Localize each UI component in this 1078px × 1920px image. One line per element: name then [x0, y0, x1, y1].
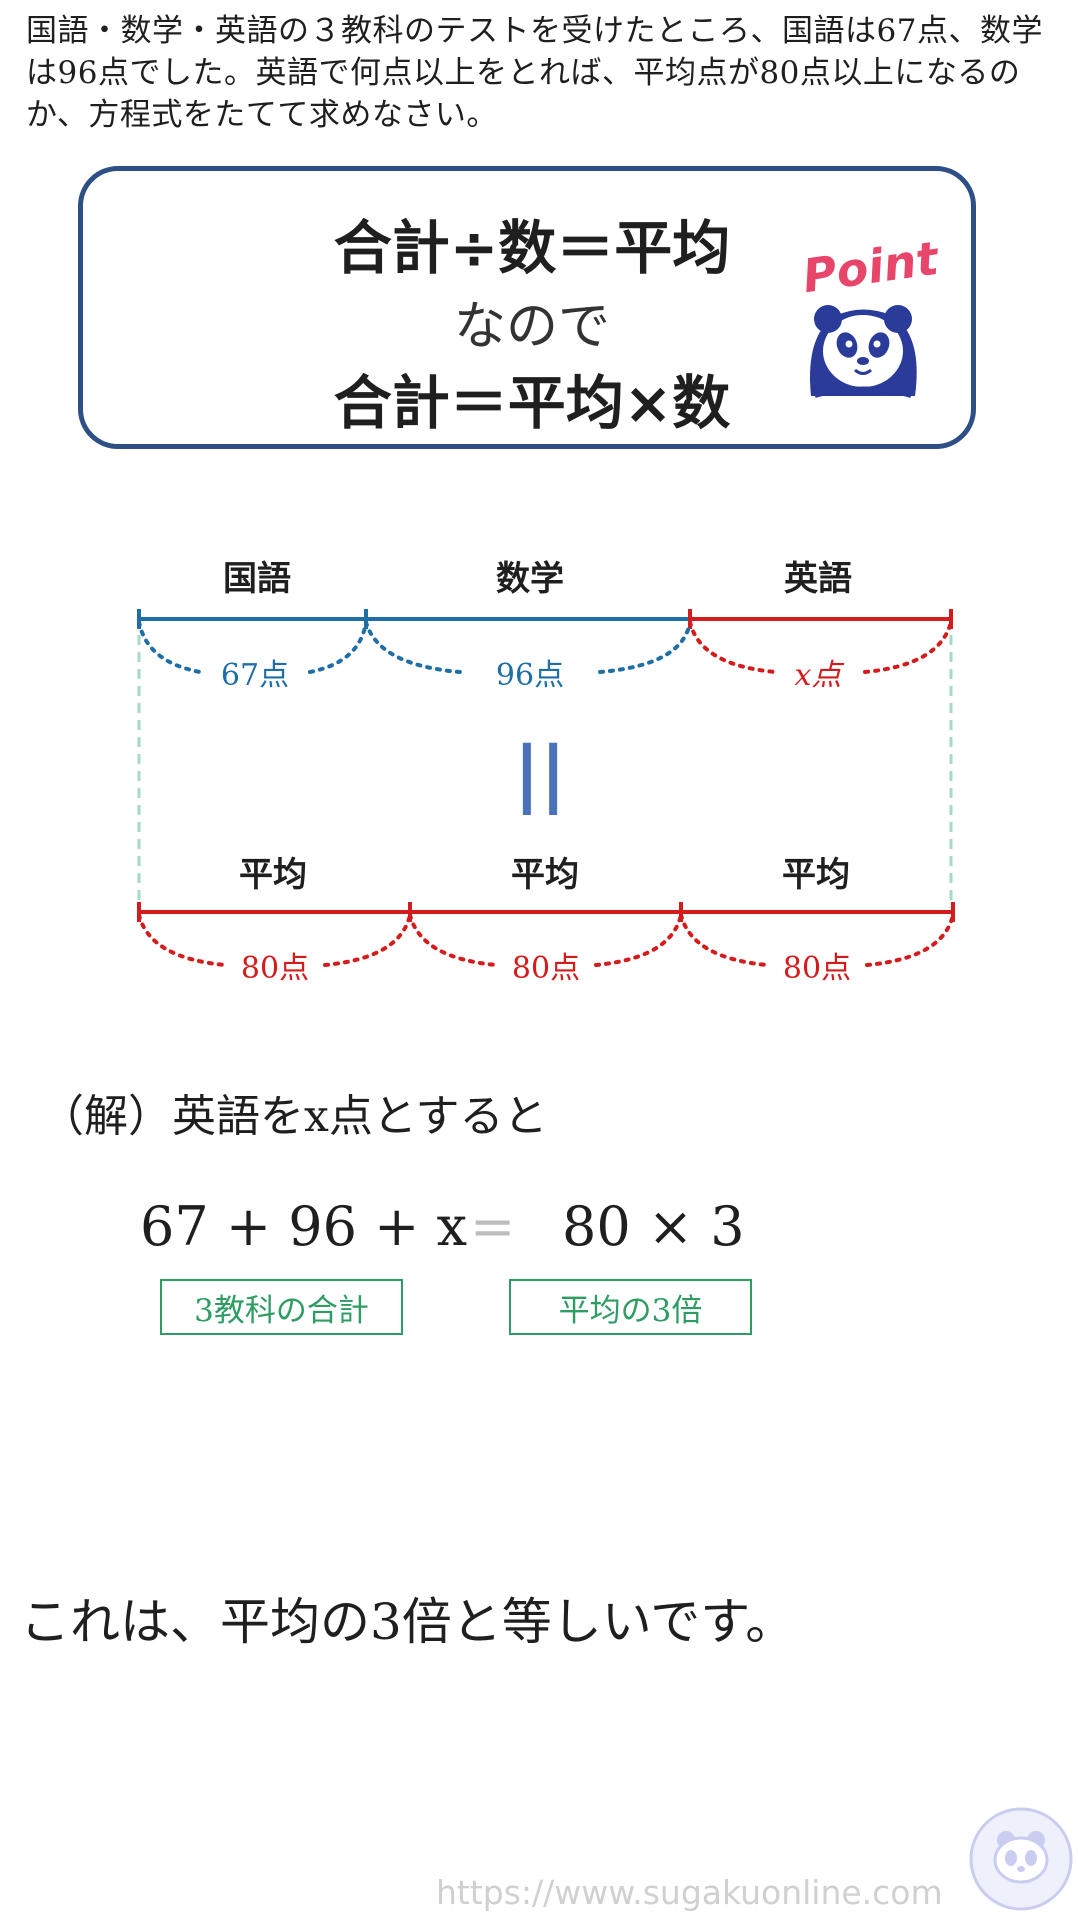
equality-mark: || [514, 731, 567, 816]
brace-average-3 [679, 913, 955, 967]
score-math: 96点 [496, 658, 564, 693]
tag-total-of-subjects: 3教科の合計 [160, 1279, 403, 1335]
equation-right-side: 80 × 3 [562, 1195, 745, 1258]
formula-connector: なので [453, 297, 610, 357]
average-score-2: 80点 [512, 951, 580, 986]
score-diagram: 国語 数学 英語 67点 96点 x点 || 平均 平均 平均 80点 80点 … [137, 559, 955, 986]
equation-left-side: 67 + 96 + x [140, 1195, 468, 1258]
formula-average: 合計÷数＝平均 [333, 214, 731, 282]
problem-statement: 国語・数学・英語の３教科のテストを受けたところ、国語は67点、数学は96点でした… [26, 13, 1043, 133]
average-label-2: 平均 [511, 855, 579, 895]
brace-math [364, 620, 692, 674]
site-url: https://www.sugakuonline.com [436, 1873, 943, 1912]
subject-label-english: 英語 [784, 559, 852, 599]
subject-label-math: 数学 [496, 559, 564, 599]
subject-label-japanese: 国語 [223, 559, 291, 599]
bottom-average-bar [137, 902, 955, 922]
average-score-3: 80点 [783, 951, 851, 986]
brace-japanese [137, 620, 368, 674]
conclusion-text: これは、平均の3倍と等しいです。 [20, 1593, 796, 1651]
brace-english [688, 620, 953, 674]
score-english: x点 [795, 658, 845, 693]
average-score-1: 80点 [241, 951, 309, 986]
formula-total: 合計＝平均×数 [333, 369, 731, 437]
equation-equals-sign: = [470, 1195, 516, 1258]
point-badge-text: Point [799, 231, 943, 303]
solution-intro: （解）英語をx点とすると [40, 1091, 548, 1142]
brace-average-2 [408, 913, 683, 967]
brace-average-1 [137, 913, 412, 967]
panda-point-icon: Point [799, 231, 943, 398]
top-score-bar [137, 609, 953, 629]
tag-three-times-average: 平均の3倍 [509, 1279, 752, 1335]
average-label-3: 平均 [782, 855, 850, 895]
average-label-1: 平均 [239, 855, 307, 895]
score-japanese: 67点 [221, 658, 289, 693]
point-box: 合計÷数＝平均 なので 合計＝平均×数 Point [78, 166, 976, 449]
panda-logo-watermark [969, 1807, 1073, 1911]
